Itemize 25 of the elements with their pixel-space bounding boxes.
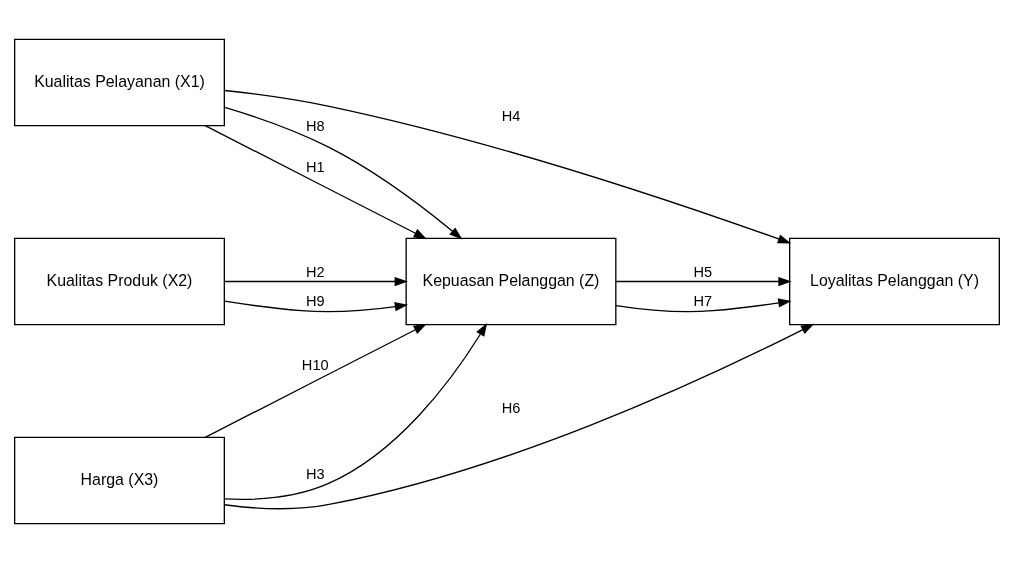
node-box: Kepuasan Pelanggan (Z)	[404, 237, 616, 326]
edge-label: H1	[305, 159, 325, 176]
edge-label: H6	[501, 399, 520, 416]
node-box: Harga (X3)	[13, 436, 225, 525]
arrow	[204, 124, 427, 240]
node-box: Loyalitas Pelanggan (Y)	[788, 237, 1000, 326]
edge-label: H3	[305, 465, 325, 482]
node-box: Kualitas Pelayanan (X1)	[13, 38, 225, 127]
edge-label: H8	[305, 118, 325, 135]
arrow	[223, 89, 791, 244]
arrow	[223, 106, 462, 240]
arrow	[223, 276, 408, 287]
edge-label: H5	[692, 264, 712, 281]
arrow	[223, 323, 814, 510]
arrow	[614, 298, 791, 313]
edge-label: H9	[305, 293, 325, 310]
edge-label: H4	[501, 107, 520, 124]
arrow	[204, 323, 427, 439]
edge-label: H2	[305, 264, 325, 281]
arrow	[223, 300, 408, 313]
arrow	[223, 323, 487, 501]
arrow	[614, 276, 792, 287]
edge-label: H7	[692, 293, 712, 310]
edge-label: H10	[301, 357, 329, 374]
node-box: Kualitas Produk (X2)	[13, 237, 225, 326]
